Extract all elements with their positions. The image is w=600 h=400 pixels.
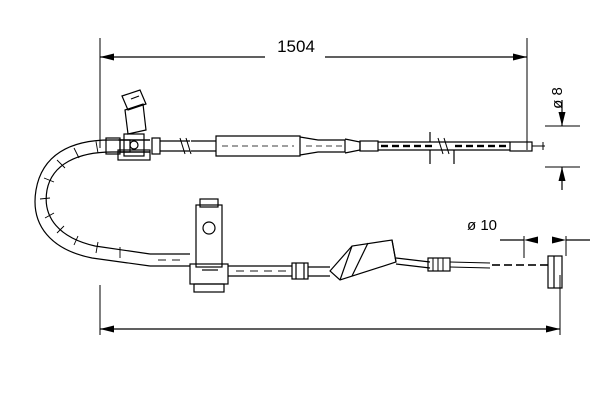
cable-cone-boot — [329, 239, 397, 281]
overall-length-dimension: 1504 — [99, 37, 528, 150]
overall-length-label: 1504 — [277, 37, 315, 56]
upper-cable-clip — [117, 89, 151, 161]
bottom-diameter-label: ø 10 — [467, 217, 497, 234]
upper-ribbed-section — [378, 132, 510, 164]
top-diameter-dimension: ø 8 — [545, 87, 580, 190]
bottom-diameter-dimension: ø 10 — [467, 217, 590, 258]
lower-cable-assembly — [150, 198, 563, 293]
lower-mounting-bracket — [189, 198, 229, 293]
top-diameter-label: ø 8 — [549, 87, 566, 109]
upper-cable-assembly — [34, 89, 545, 267]
bottom-length-dimension — [99, 275, 561, 335]
